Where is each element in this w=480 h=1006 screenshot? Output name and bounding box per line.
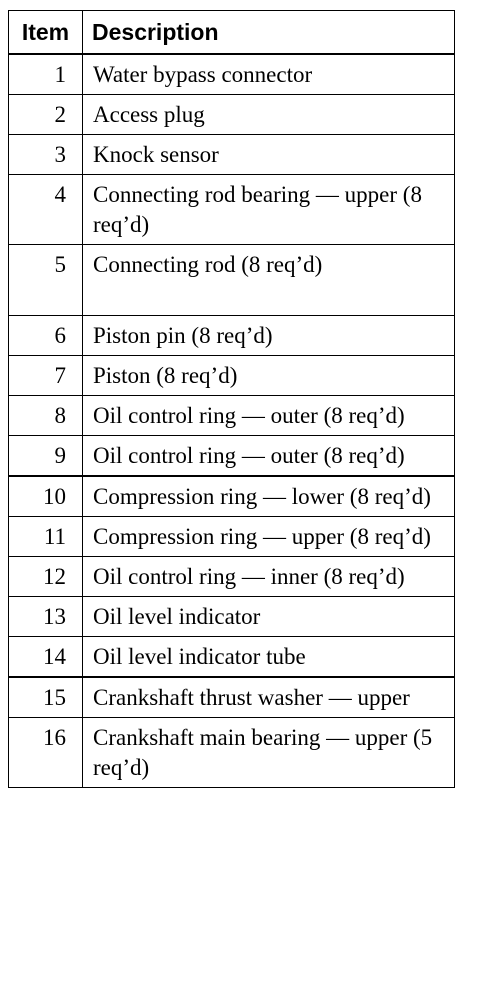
item-number: 3 bbox=[8, 134, 83, 175]
parts-table: Item Description 1 Water bypass connecto… bbox=[8, 10, 455, 788]
item-number: 11 bbox=[8, 516, 83, 557]
item-description: Connecting rod bearing — upper (8 req’d) bbox=[82, 174, 455, 245]
item-description: Crankshaft main bearing — upper (5 req’d… bbox=[82, 717, 455, 788]
table-row: 1 Water bypass connector bbox=[8, 53, 455, 95]
item-number: 10 bbox=[8, 475, 83, 517]
item-number: 4 bbox=[8, 174, 83, 245]
table-row: 12 Oil control ring — inner (8 req’d) bbox=[8, 556, 455, 597]
item-description: Oil level indicator bbox=[82, 596, 455, 637]
item-description: Compression ring — lower (8 req’d) bbox=[82, 475, 455, 517]
table-row: 16 Crankshaft main bearing — upper (5 re… bbox=[8, 717, 455, 788]
table-row: 7 Piston (8 req’d) bbox=[8, 355, 455, 396]
item-number: 5 bbox=[8, 244, 83, 316]
item-number: 14 bbox=[8, 636, 83, 678]
item-number: 6 bbox=[8, 315, 83, 356]
item-description: Water bypass connector bbox=[82, 53, 455, 95]
column-header-description: Description bbox=[82, 10, 455, 55]
item-description: Oil level indicator tube bbox=[82, 636, 455, 678]
table-row: 9 Oil control ring — outer (8 req’d) bbox=[8, 435, 455, 477]
table-row: 2 Access plug bbox=[8, 94, 455, 135]
item-number: 12 bbox=[8, 556, 83, 597]
table-row: 8 Oil control ring — outer (8 req’d) bbox=[8, 395, 455, 436]
table-header-row: Item Description bbox=[8, 10, 455, 55]
item-description: Oil control ring — outer (8 req’d) bbox=[82, 395, 455, 436]
item-number: 13 bbox=[8, 596, 83, 637]
item-description: Crankshaft thrust washer — upper bbox=[82, 676, 455, 718]
table-row: 6 Piston pin (8 req’d) bbox=[8, 315, 455, 356]
item-description: Compression ring — upper (8 req’d) bbox=[82, 516, 455, 557]
item-description: Connecting rod (8 req’d) bbox=[82, 244, 455, 316]
item-description: Access plug bbox=[82, 94, 455, 135]
column-header-item: Item bbox=[8, 10, 83, 55]
item-description: Oil control ring — inner (8 req’d) bbox=[82, 556, 455, 597]
item-number: 7 bbox=[8, 355, 83, 396]
item-number: 8 bbox=[8, 395, 83, 436]
item-number: 2 bbox=[8, 94, 83, 135]
item-description: Piston pin (8 req’d) bbox=[82, 315, 455, 356]
item-description: Oil control ring — outer (8 req’d) bbox=[82, 435, 455, 477]
item-number: 9 bbox=[8, 435, 83, 477]
table-row: 15 Crankshaft thrust washer — upper bbox=[8, 676, 455, 718]
item-number: 16 bbox=[8, 717, 83, 788]
table-row: 14 Oil level indicator tube bbox=[8, 636, 455, 678]
item-number: 1 bbox=[8, 53, 83, 95]
table-row: 3 Knock sensor bbox=[8, 134, 455, 175]
table-row: 11 Compression ring — upper (8 req’d) bbox=[8, 516, 455, 557]
item-description: Knock sensor bbox=[82, 134, 455, 175]
table-row: 13 Oil level indicator bbox=[8, 596, 455, 637]
item-number: 15 bbox=[8, 676, 83, 718]
table-row: 10 Compression ring — lower (8 req’d) bbox=[8, 475, 455, 517]
table-row: 4 Connecting rod bearing — upper (8 req’… bbox=[8, 174, 455, 245]
table-row: 5 Connecting rod (8 req’d) bbox=[8, 244, 455, 316]
item-description: Piston (8 req’d) bbox=[82, 355, 455, 396]
